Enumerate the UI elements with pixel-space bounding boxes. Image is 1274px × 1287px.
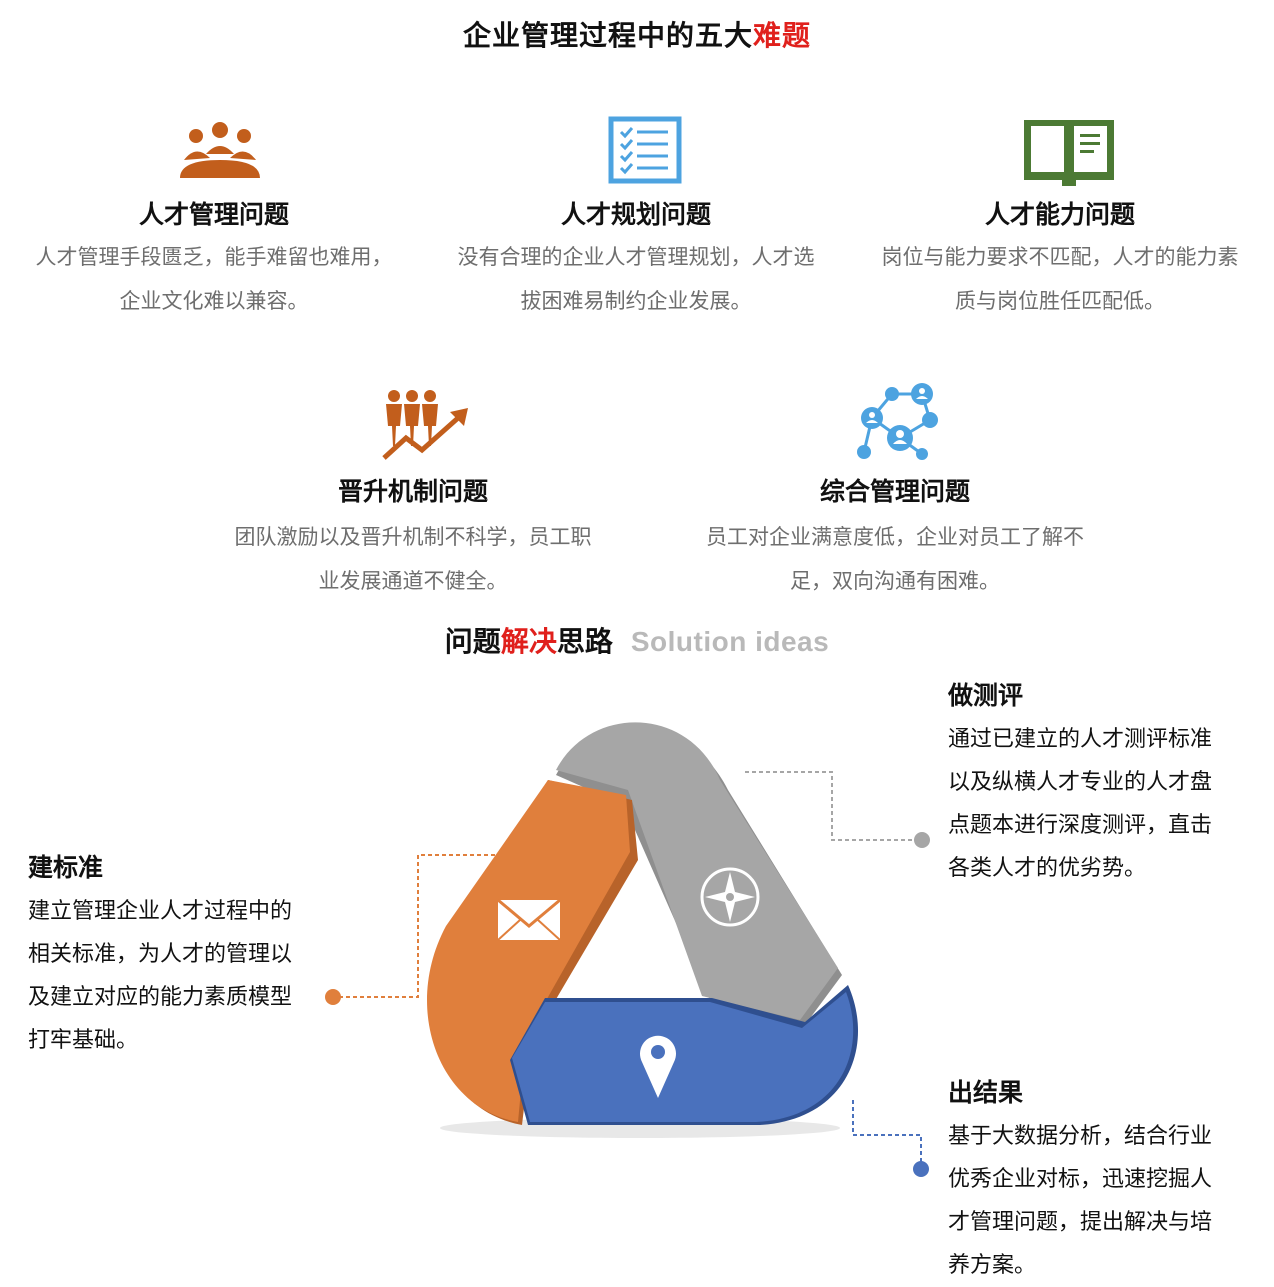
- problem-title: 综合管理问题: [819, 477, 970, 506]
- connector-bottom-right: [852, 1100, 929, 1177]
- step-line: 各类人才的优劣势。: [948, 856, 1147, 881]
- step-line: 点题本进行深度测评，直击: [948, 813, 1213, 838]
- connector-dot-bottom-right: [913, 1161, 929, 1177]
- problem-title: 人才管理问题: [138, 200, 289, 229]
- problem-desc-line-1: 岗位与能力要求不匹配，人才的能力素: [881, 245, 1239, 269]
- step-line: 通过已建立的人才测评标准: [948, 727, 1213, 752]
- step-desc: 基于大数据分析，结合行业 优秀企业对标，迅速挖掘人 才管理问题，提出解决与培 养…: [948, 1115, 1248, 1287]
- problem-desc-line-1: 没有合理的企业人才管理规划，人才选: [457, 245, 815, 269]
- step-line: 相关标准，为人才的管理以: [28, 942, 293, 967]
- step-line: 优秀企业对标，迅速挖掘人: [948, 1167, 1213, 1192]
- problem-title: 人才能力问题: [984, 200, 1135, 229]
- connector-left: [325, 854, 502, 1005]
- problem-title: 晋升机制问题: [337, 477, 488, 506]
- solution-title-highlight: 解决: [500, 625, 557, 658]
- growth-people-icon: [382, 390, 468, 460]
- step-line: 才管理问题，提出解决与培: [948, 1210, 1213, 1235]
- problem-desc-line-1: 人才管理手段匮乏，能手难留也难用，: [35, 245, 393, 269]
- solution-title-part-1: 问题: [444, 625, 501, 658]
- location-pin-icon: [640, 1035, 677, 1098]
- problem-desc-line-1: 员工对企业满意度低，企业对员工了解不: [706, 525, 1084, 549]
- step-desc: 建立管理企业人才过程中的 相关标准，为人才的管理以 及建立对应的能力素质模型 打…: [28, 890, 328, 1062]
- step-line: 及建立对应的能力素质模型: [28, 985, 293, 1010]
- step-build-standards: 建标准 建立管理企业人才过程中的 相关标准，为人才的管理以 及建立对应的能力素质…: [28, 848, 328, 1062]
- step-do-assessment: 做测评 通过已建立的人才测评标准 以及纵横人才专业的人才盘 点题本进行深度测评，…: [948, 676, 1248, 890]
- checklist-icon: [608, 116, 682, 184]
- connector-dot-left: [325, 989, 341, 1005]
- problem-desc-line-2: 足，双向沟通有困难。: [790, 569, 1000, 593]
- blue-arrow-segment: [510, 985, 859, 1125]
- step-title: 出结果: [948, 1078, 1024, 1107]
- step-get-results: 出结果 基于大数据分析，结合行业 优秀企业对标，迅速挖掘人 才管理问题，提出解决…: [948, 1073, 1248, 1287]
- problem-talent-ability: 人才能力问题 岗位与能力要求不匹配，人才的能力素 质与岗位胜任匹配低。: [850, 110, 1270, 330]
- step-line: 以及纵横人才专业的人才盘: [948, 770, 1213, 795]
- problem-desc-line-1: 团队激励以及晋升机制不科学，员工职: [234, 525, 592, 549]
- title-part-highlight: 难题: [753, 19, 812, 52]
- orange-arrow-segment: [427, 780, 638, 1125]
- page-title: 企业管理过程中的五大难题: [0, 14, 1274, 54]
- step-title: 建标准: [28, 853, 104, 882]
- step-line: 建立管理企业人才过程中的: [28, 899, 293, 924]
- connector-top-right: [745, 771, 930, 848]
- problem-promotion-mechanism: 晋升机制问题 团队激励以及晋升机制不科学，员工职 业发展通道不健全。: [200, 382, 626, 602]
- network-people-icon: [857, 383, 938, 460]
- compass-icon: [700, 867, 760, 927]
- solution-title: 问题解决思路 Solution ideas: [0, 620, 1274, 660]
- problem-desc-line-2: 企业文化难以兼容。: [119, 289, 309, 313]
- step-desc: 通过已建立的人才测评标准 以及纵横人才专业的人才盘 点题本进行深度测评，直击 各…: [948, 718, 1248, 890]
- open-book-icon: [1024, 120, 1114, 186]
- mail-icon: [497, 898, 561, 941]
- problem-talent-planning: 人才规划问题 没有合理的企业人才管理规划，人才选 拔困难易制约企业发展。: [426, 110, 846, 330]
- problem-desc-line-2: 质与岗位胜任匹配低。: [955, 289, 1165, 313]
- title-part-1: 企业管理过程中的五大: [462, 19, 753, 52]
- problem-comprehensive-management: 综合管理问题 员工对企业满意度低，企业对员工了解不 足，双向沟通有困难。: [680, 382, 1110, 602]
- step-line: 基于大数据分析，结合行业: [948, 1124, 1213, 1149]
- problem-title: 人才规划问题: [560, 200, 711, 229]
- solution-title-part-3: 思路: [556, 625, 613, 658]
- solution-title-english: Solution ideas: [630, 626, 830, 657]
- problem-desc-line-2: 业发展通道不健全。: [318, 569, 508, 593]
- step-title: 做测评: [948, 681, 1024, 710]
- meeting-people-icon: [180, 122, 260, 178]
- problem-talent-management: 人才管理问题 人才管理手段匮乏，能手难留也难用， 企业文化难以兼容。: [0, 110, 428, 330]
- connector-dot-top-right: [914, 832, 930, 848]
- problem-desc-line-2: 拔困难易制约企业发展。: [520, 289, 752, 313]
- step-line: 养方案。: [948, 1253, 1037, 1278]
- step-line: 打牢基础。: [28, 1028, 139, 1053]
